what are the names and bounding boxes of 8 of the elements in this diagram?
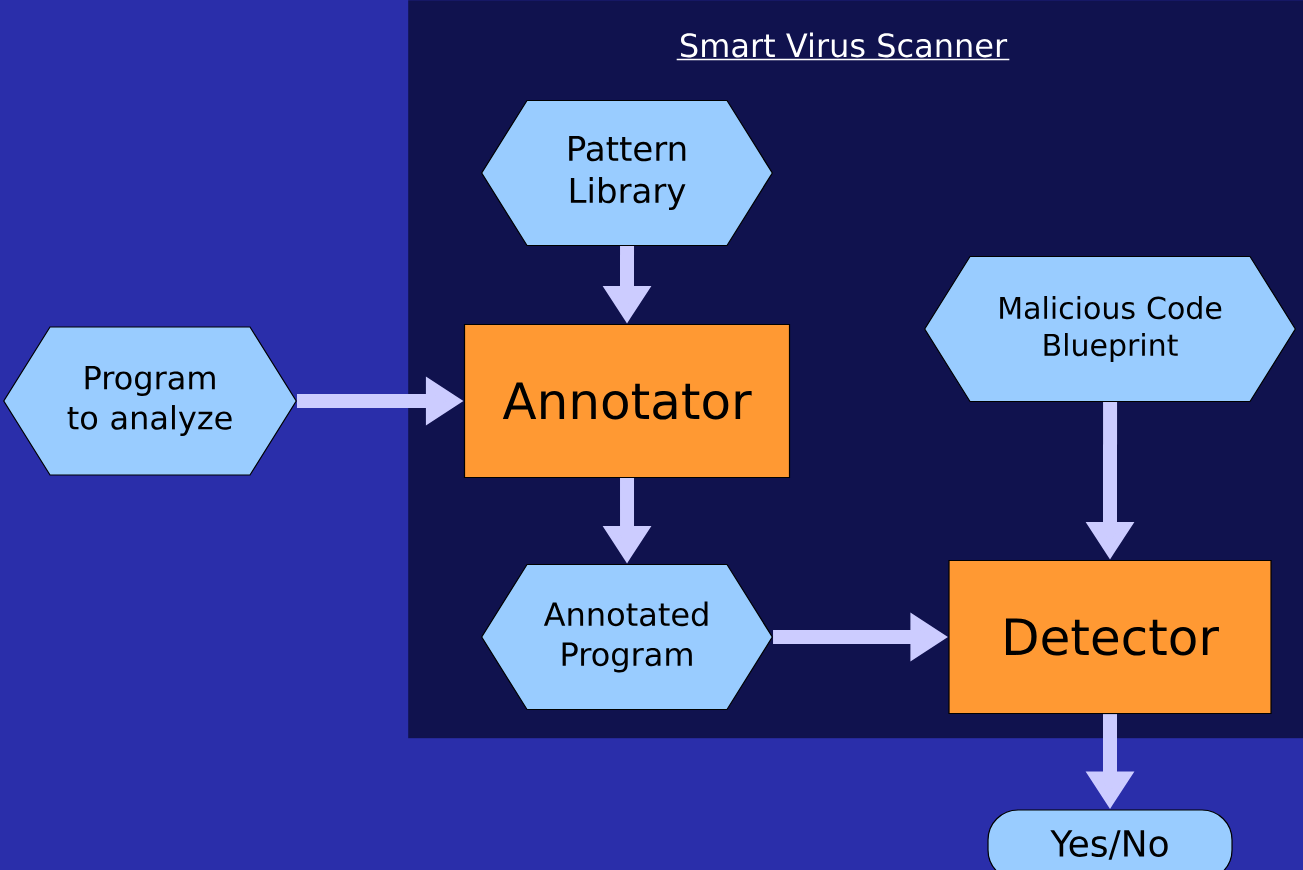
hexagon-node: Pattern Library (481, 99, 773, 247)
hexagon-node: Annotated Program (481, 563, 773, 711)
result-box: Yes/No (987, 809, 1233, 870)
process-box: Annotator (463, 323, 791, 479)
process-box: Detector (948, 559, 1272, 715)
panel-title: Smart Virus Scanner (675, 32, 1011, 61)
hexagon-node: Program to analyze (3, 326, 297, 476)
hexagon-node: Malicious Code Blueprint (924, 255, 1297, 403)
